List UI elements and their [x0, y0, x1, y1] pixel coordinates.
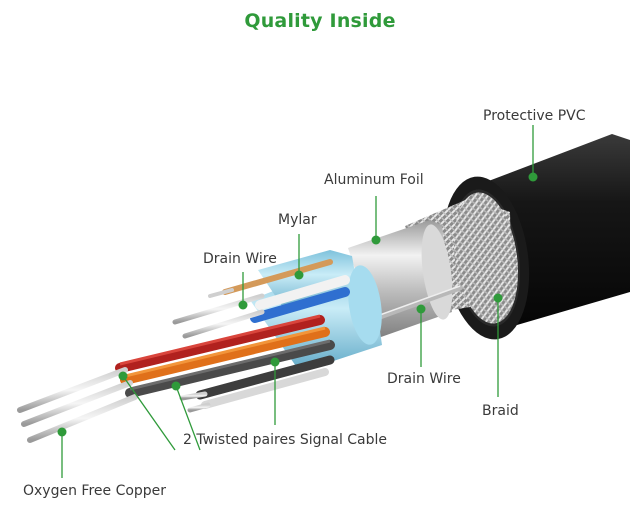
signal-wires: [115, 275, 350, 409]
label-drain-wire-top: Drain Wire: [203, 251, 277, 267]
callouts: [61, 125, 534, 478]
label-twisted-pairs: 2 Twisted paires Signal Cable: [183, 432, 388, 448]
callout-dots: [57, 172, 538, 437]
label-mylar: Mylar: [278, 212, 317, 228]
label-protective-pvc: Protective PVC: [483, 108, 586, 124]
diagram-title: Quality Inside: [244, 10, 396, 32]
label-oxygen-free-copper: Oxygen Free Copper: [23, 483, 167, 499]
label-aluminum-foil: Aluminum Foil: [324, 172, 424, 188]
label-drain-wire-right: Drain Wire: [387, 371, 461, 387]
label-braid: Braid: [482, 403, 519, 419]
copper-conductors: [17, 293, 265, 443]
